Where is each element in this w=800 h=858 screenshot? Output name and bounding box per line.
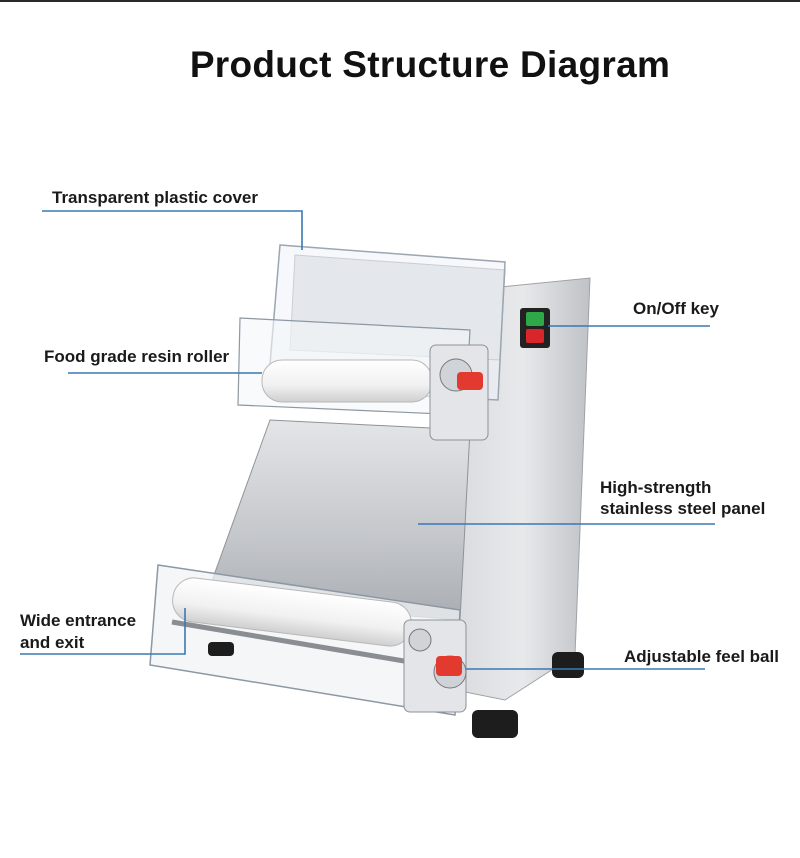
leader-entrance (20, 608, 186, 655)
foot-left (208, 642, 234, 656)
foot-front (472, 710, 518, 738)
upper-knob (457, 372, 483, 390)
page-title: Product Structure Diagram (189, 44, 671, 85)
top-border (0, 0, 800, 2)
label-transparent-cover: Transparent plastic cover (52, 188, 258, 207)
label-feel-ball: Adjustable feel ball (624, 647, 779, 666)
label-panel-line2: stainless steel panel (600, 499, 766, 518)
switch-green (526, 312, 544, 326)
foot-right (552, 652, 584, 678)
label-on-off-key: On/Off key (633, 299, 719, 318)
switch-red (526, 329, 544, 343)
leader-lines (20, 210, 715, 670)
label-entrance-line2: and exit (20, 633, 85, 652)
label-entrance-line1: Wide entrance (20, 611, 137, 630)
leader-cover (42, 210, 303, 250)
label-resin-roller: Food grade resin roller (44, 347, 230, 366)
lower-rod (171, 619, 411, 665)
label-panel-line1: High-strength (600, 478, 712, 497)
lower-dial (408, 628, 432, 652)
upper-roller (261, 359, 433, 403)
lower-knob (436, 656, 462, 676)
